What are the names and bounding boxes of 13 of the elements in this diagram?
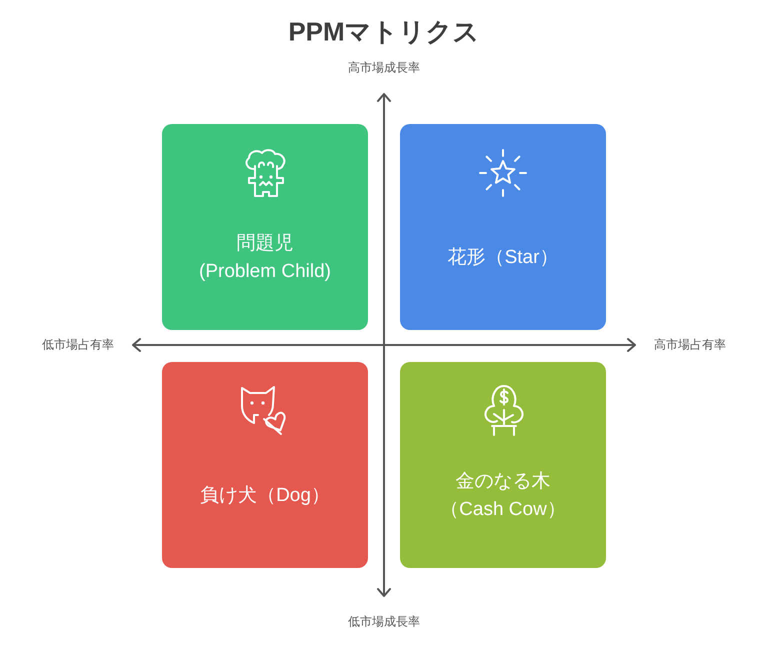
quadrant-box — [400, 124, 606, 330]
axis-label: 高市場成長率 — [348, 60, 420, 76]
quadrant-label: 花形（Star） — [448, 246, 558, 270]
quadrant-label: 金のなる木（Cash Cow） — [440, 470, 566, 522]
quadrant-box — [400, 362, 606, 568]
quadrant-box — [162, 362, 368, 568]
quadrant-box — [162, 124, 368, 330]
title: PPMマトリクス — [288, 16, 480, 48]
axis-label: 高市場占有率 — [654, 336, 726, 354]
quadrant-label: 問題児 (Problem Child) — [199, 232, 331, 284]
quadrant-label: 負け犬（Dog） — [200, 484, 330, 508]
axis-label: 低市場占有率 — [42, 336, 114, 354]
axis-label: 低市場成長率 — [348, 614, 420, 630]
